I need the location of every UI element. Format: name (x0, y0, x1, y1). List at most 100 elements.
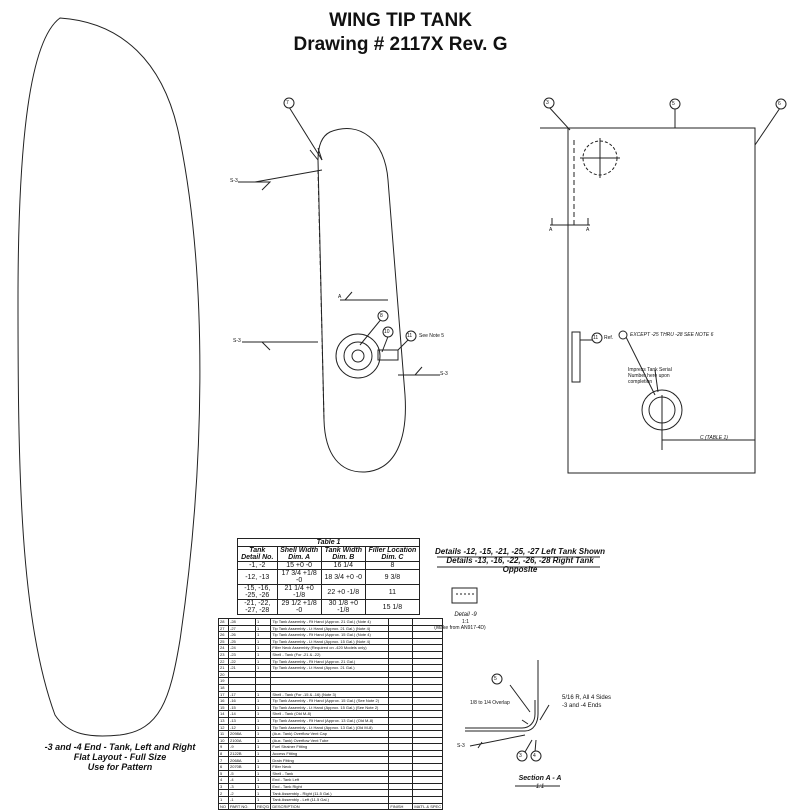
except-note: EXCEPT -25 THRU -28 SEE NOTE 6 (630, 332, 714, 338)
table-cell: 25 (218, 637, 229, 646)
table-cell: 15 +0 -0 (276, 561, 322, 570)
table-cell (388, 703, 414, 712)
table-cell: 24 (218, 644, 229, 652)
table-cell (270, 677, 390, 685)
table-cell (412, 644, 444, 652)
table-cell: 3 (218, 782, 229, 791)
table-cell: 17 (218, 690, 229, 699)
table-cell: 29 1/2 +1/8 -0 (276, 599, 322, 615)
section-aa-scale: 1:1 (535, 784, 545, 790)
table-cell: 1 (254, 769, 272, 778)
table-cell: -26 (228, 631, 256, 639)
table-cell (388, 782, 414, 791)
callout-6 (775, 98, 787, 110)
table-cell (388, 789, 414, 798)
detail-9-source: (Make from AN917-4D) (434, 625, 486, 631)
table-cell: 1 (254, 782, 272, 791)
table-cell (412, 670, 444, 679)
callout-10 (382, 326, 394, 338)
table-cell: DESCRIPTION (270, 802, 390, 810)
table-row: 18 (218, 683, 444, 692)
table-cell: 9 3/8 (364, 569, 421, 585)
table-row: -21, -22, -27, -28 29 1/2 +1/8 -0 30 1/8… (237, 599, 421, 615)
table-cell: 1 (254, 637, 272, 646)
table-cell (228, 670, 256, 679)
table-cell: -23 (228, 650, 256, 659)
table-cell: -25 (228, 637, 256, 646)
table-cell: NO (218, 802, 229, 810)
table-1-header: Shell Width Dim. A (276, 546, 322, 562)
table-cell: 6 (218, 763, 229, 771)
callout-8-label: 8 (380, 313, 383, 319)
table-cell: Filler Neck Assembly (Required on -420 M… (270, 644, 390, 652)
table-cell: Tip Tank Assembly - Lt Hand (Approx. 15 … (270, 637, 390, 646)
table-cell (254, 677, 272, 685)
table-cell: End - Tank Right (270, 782, 390, 791)
table-row: -15, -16, -25, -26 21 1/4 +0 -1/8 22 +0 … (237, 584, 421, 600)
table-cell: -1, -2 (237, 561, 278, 570)
table-cell: 15 1/8 (364, 599, 421, 615)
table-cell: 1 (254, 763, 272, 771)
table-cell (412, 769, 444, 778)
pattern-note-line1: -3 and -4 End - Tank, Left and Right (44, 742, 196, 752)
table-cell (412, 664, 444, 672)
dim-c-label: C (TABLE 1) (700, 435, 728, 441)
table-cell: 1 (254, 749, 272, 758)
table-cell: 1 (254, 776, 272, 784)
table-cell: 1 (254, 756, 272, 765)
table-1-header: Tank Detail No. (237, 546, 278, 562)
table-cell (412, 631, 444, 639)
table-cell (412, 677, 444, 685)
table-cell (412, 650, 444, 659)
overlap-note: 1/8 to 1/4 Overlap (470, 700, 510, 706)
drawing-title: WING TIP TANK (329, 10, 472, 31)
callout-11-label: 11 (407, 333, 413, 339)
table-cell: -15, -16, -25, -26 (237, 584, 278, 600)
table-cell (388, 637, 414, 646)
table-cell: 26 (218, 631, 229, 639)
table-cell (388, 624, 414, 633)
table-cell: Filler Neck (270, 763, 390, 771)
table-cell: -27 (228, 624, 256, 633)
table-cell: (Aux. Tank) Overflow Vent Tube (270, 736, 390, 745)
ends-note: -3 and -4 Ends (562, 703, 602, 709)
table-cell: 2 (218, 789, 229, 798)
table-row: -1, -2 15 +0 -0 16 1/4 8 (237, 561, 421, 570)
table-cell (388, 730, 414, 738)
table-cell (412, 637, 444, 646)
table-cell: -12, -13 (237, 569, 278, 585)
table-cell (388, 710, 414, 718)
table-cell (412, 618, 444, 626)
detail-9-scale: 1:1 (462, 619, 469, 625)
table-cell (228, 677, 256, 685)
section-a-right: A (586, 227, 590, 233)
table-cell (388, 697, 414, 705)
table-cell: Access Fitting (270, 749, 390, 758)
impress-serial-note: Impress Tank Serial Number here upon com… (628, 367, 672, 385)
table-cell: -14 (228, 710, 256, 718)
callout-7-label: 7 (286, 100, 289, 106)
table-cell: 16 1/4 (320, 561, 366, 570)
weld-s3-d: S-3 (457, 743, 465, 749)
table-cell: 15 (218, 703, 229, 712)
callout-5-section-label: 5 (494, 676, 497, 682)
table-cell: MAT'L & SPEC (412, 802, 444, 810)
table-cell (412, 624, 444, 633)
details-note-line2: Details -13, -16, -22, -26, -28 Right Ta… (446, 556, 594, 574)
table-cell: Tip Tank Assembly - Lt Hand (Approx. 21 … (270, 664, 390, 672)
table-cell (388, 664, 414, 672)
table-cell (412, 776, 444, 784)
callout-11-plan (591, 332, 603, 344)
table-cell: 20 (218, 670, 229, 679)
table-cell: Shell - Tank (For -15 & -16) (Note 3) (270, 690, 390, 699)
table-row: -12, -13 17 3/4 +1/8 -0 18 3/4 +0 -0 9 3… (237, 569, 421, 585)
